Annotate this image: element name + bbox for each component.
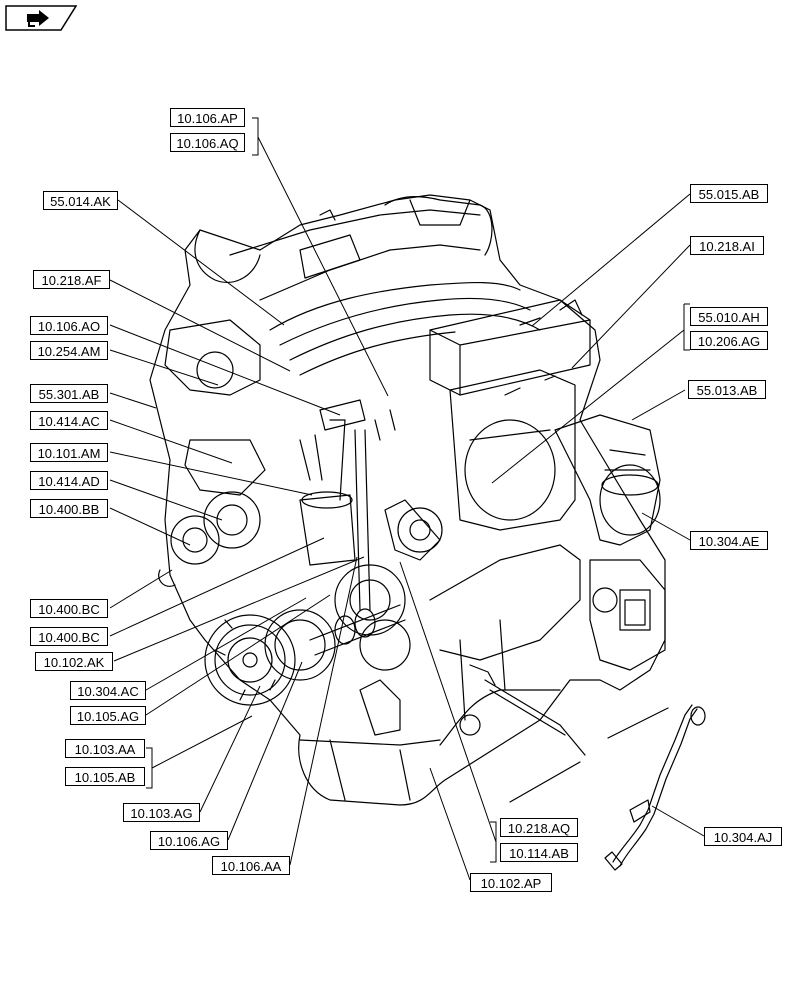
part-label[interactable]: 10.218.AQ [500, 818, 578, 837]
part-label[interactable]: 55.015.AB [690, 184, 768, 203]
part-label[interactable]: 10.114.AB [500, 843, 578, 862]
part-label[interactable]: 10.400.BC [30, 627, 108, 646]
part-label[interactable]: 10.304.AE [690, 531, 768, 550]
part-label[interactable]: 10.304.AJ [704, 827, 782, 846]
part-label[interactable]: 10.102.AP [470, 873, 552, 892]
part-label[interactable]: 10.414.AD [30, 471, 108, 490]
part-label[interactable]: 10.102.AK [35, 652, 113, 671]
part-label[interactable]: 10.414.AC [30, 411, 108, 430]
part-label[interactable]: 10.101.AM [30, 443, 108, 462]
part-label[interactable]: 10.106.AO [30, 316, 108, 335]
part-label[interactable]: 10.218.AI [690, 236, 764, 255]
part-label[interactable]: 10.103.AA [65, 739, 145, 758]
part-label[interactable]: 10.254.AM [30, 341, 108, 360]
part-label[interactable]: 10.304.AC [70, 681, 146, 700]
part-label[interactable]: 10.105.AG [70, 706, 146, 725]
part-label[interactable]: 10.106.AP [170, 108, 245, 127]
part-label[interactable]: 10.106.AG [150, 831, 228, 850]
part-label[interactable]: 10.218.AF [33, 270, 110, 289]
part-label[interactable]: 55.014.AK [43, 191, 118, 210]
part-label[interactable]: 10.105.AB [65, 767, 145, 786]
part-label[interactable]: 10.400.BB [30, 499, 108, 518]
part-label[interactable]: 10.400.BC [30, 599, 108, 618]
part-label[interactable]: 10.106.AA [212, 856, 290, 875]
part-label[interactable]: 10.106.AQ [170, 133, 245, 152]
part-label[interactable]: 55.301.AB [30, 384, 108, 403]
part-label[interactable]: 10.206.AG [690, 331, 768, 350]
part-label[interactable]: 10.103.AG [123, 803, 200, 822]
page-forward-icon[interactable] [5, 5, 77, 31]
part-label[interactable]: 55.010.AH [690, 307, 768, 326]
part-label[interactable]: 55.013.AB [688, 380, 766, 399]
